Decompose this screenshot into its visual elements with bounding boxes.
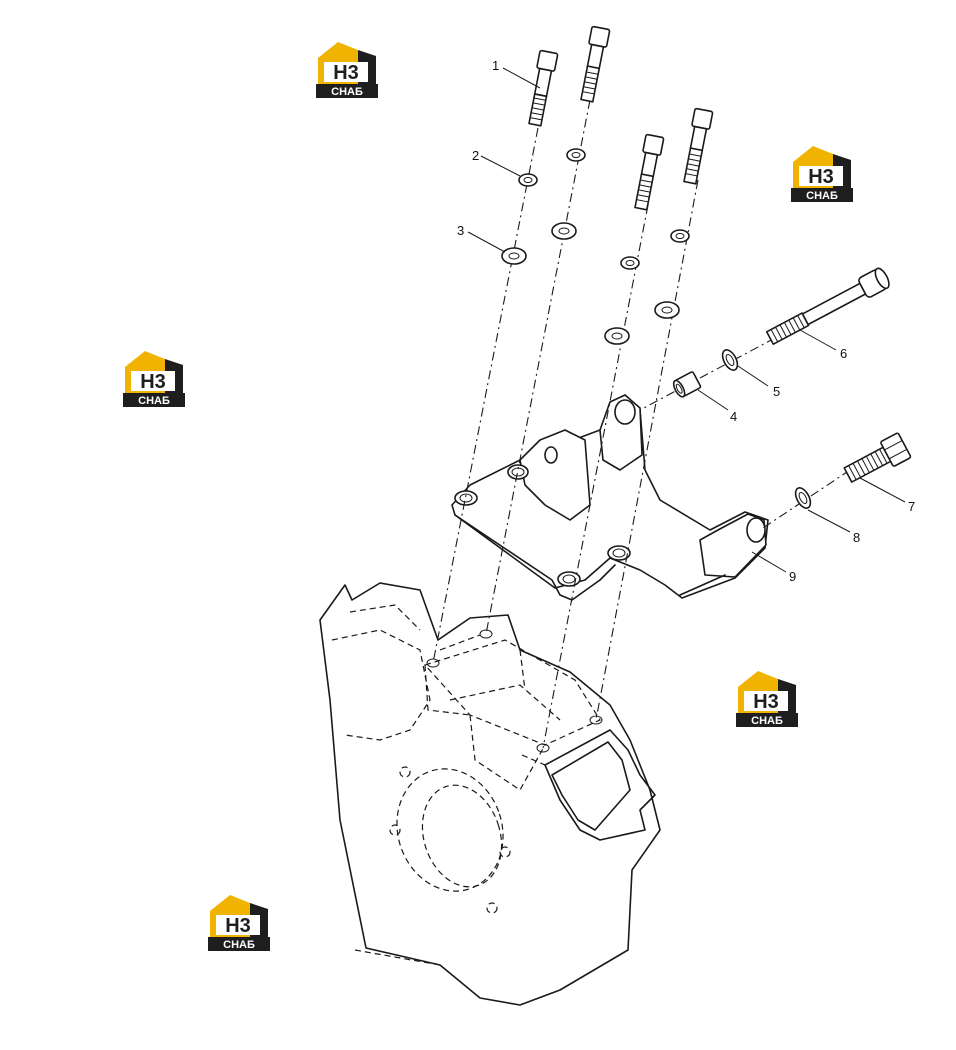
logo-mark: H3 xyxy=(333,62,359,84)
watermark-logo-2: H3 СНАБ xyxy=(791,146,853,202)
logo-mark: H3 xyxy=(808,166,834,188)
mounting-bracket xyxy=(451,394,769,601)
watermark-logo-3: H3 СНАБ xyxy=(123,351,185,407)
callout-7: 7 xyxy=(908,499,915,514)
callout-1: 1 xyxy=(492,58,499,73)
logo-caption: СНАБ xyxy=(331,86,363,98)
logo-caption: СНАБ xyxy=(138,395,170,407)
gearbox-housing xyxy=(319,582,661,1006)
washers xyxy=(501,148,690,345)
callout-6: 6 xyxy=(840,346,847,361)
callout-5: 5 xyxy=(773,384,780,399)
vertical-bolts xyxy=(528,25,714,211)
watermark-logo-4: H3 СНАБ xyxy=(736,671,798,727)
watermark-logo-5: H3 СНАБ xyxy=(208,895,270,951)
leader-lines xyxy=(467,67,906,573)
callout-2: 2 xyxy=(472,148,479,163)
callout-9: 9 xyxy=(789,569,796,584)
assembly-center-lines xyxy=(432,99,851,749)
horizontal-fasteners xyxy=(672,267,912,509)
logo-mark: H3 xyxy=(140,371,166,393)
callout-8: 8 xyxy=(853,530,860,545)
callout-labels: 1 2 3 4 5 6 7 8 9 xyxy=(457,58,915,584)
callout-4: 4 xyxy=(730,409,737,424)
logo-caption: СНАБ xyxy=(806,190,838,202)
callout-3: 3 xyxy=(457,223,464,238)
logo-mark: H3 xyxy=(753,691,779,713)
logo-caption: СНАБ xyxy=(751,715,783,727)
logo-caption: СНАБ xyxy=(223,939,255,951)
watermark-logo-1: H3 СНАБ xyxy=(316,42,378,98)
logo-mark: H3 xyxy=(225,915,251,937)
